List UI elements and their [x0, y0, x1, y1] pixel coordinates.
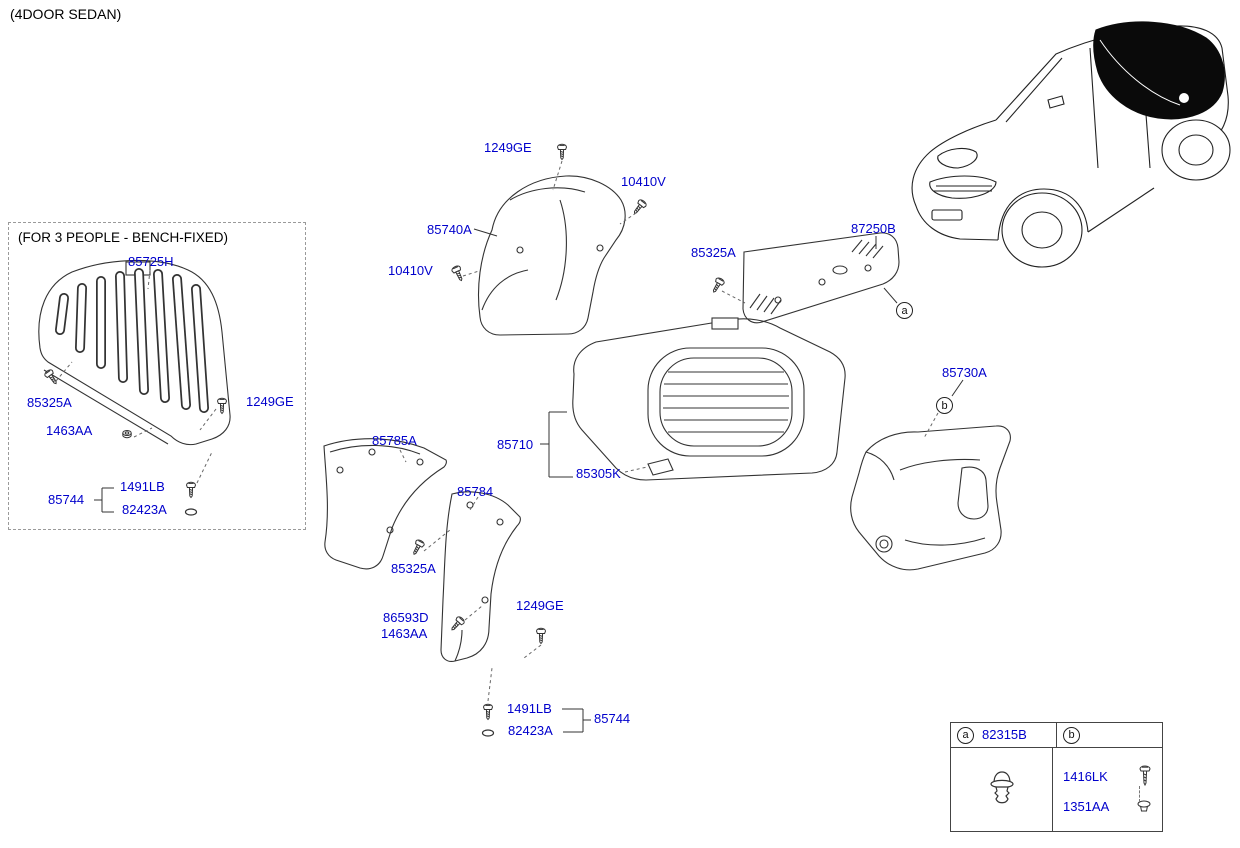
- part-label-85740A[interactable]: 85740A: [427, 222, 472, 237]
- legend-body-row: 1416LK 1351AA: [951, 748, 1162, 831]
- rear-transverse-trim-drawing: [742, 232, 900, 324]
- legend-body-cell-b: 1416LK 1351AA: [1052, 748, 1162, 831]
- bench-fixed-option-box: [8, 222, 306, 530]
- legend-header-cell-b: b: [1056, 723, 1162, 747]
- part-label-85325A-seat[interactable]: 85325A: [27, 395, 72, 410]
- legend-header-row: a 82315B b: [951, 723, 1162, 748]
- part-label-85784[interactable]: 85784: [457, 484, 494, 499]
- legend-callout-b: b: [1063, 726, 1080, 744]
- leader-lines-dashed: [55, 160, 939, 702]
- diagram-callout-a[interactable]: a: [896, 302, 913, 319]
- part-label-85730A[interactable]: 85730A: [942, 365, 987, 380]
- legend-part-1351AA[interactable]: 1351AA: [1063, 798, 1110, 814]
- part-label-85744-btm[interactable]: 85744: [594, 711, 631, 726]
- quarter-trim-right-drawing: [850, 425, 1011, 571]
- part-label-85785A[interactable]: 85785A: [372, 433, 417, 448]
- part-label-85710[interactable]: 85710: [497, 437, 534, 452]
- pin-grommet-icon: [1137, 800, 1151, 811]
- legend-body-cell-a: [951, 748, 1052, 831]
- part-label-10410V-right[interactable]: 10410V: [621, 174, 666, 189]
- part-label-82423A-seat[interactable]: 82423A: [122, 502, 167, 517]
- part-label-1463AA-mid[interactable]: 1463AA: [381, 626, 428, 641]
- part-label-85725H[interactable]: 85725H: [128, 254, 174, 269]
- car-illustration: [911, 21, 1231, 268]
- part-label-85744-seat[interactable]: 85744: [48, 492, 85, 507]
- fastener-legend-table: a 82315B b 1416LK: [950, 722, 1163, 832]
- legend-part-82315B[interactable]: 82315B: [982, 727, 1027, 742]
- legend-assembly-dash: [1139, 786, 1140, 802]
- leader-lines-solid: [94, 228, 964, 733]
- partition-trim-left-drawing: [323, 438, 447, 570]
- part-label-85325A-top[interactable]: 85325A: [691, 245, 736, 260]
- part-label-87250B[interactable]: 87250B: [851, 221, 896, 236]
- luggage-mat-drawing: [572, 317, 846, 481]
- quarter-trim-left-drawing: [478, 175, 626, 336]
- body-variant-title: (4DOOR SEDAN): [10, 6, 122, 22]
- diagram-callout-b[interactable]: b: [936, 397, 953, 414]
- part-label-10410V-left[interactable]: 10410V: [388, 263, 433, 278]
- part-label-85325A-mid[interactable]: 85325A: [391, 561, 436, 576]
- part-label-86593D[interactable]: 86593D: [383, 610, 429, 625]
- part-label-1249GE-top[interactable]: 1249GE: [484, 140, 532, 155]
- part-label-1491LB-btm[interactable]: 1491LB: [507, 701, 552, 716]
- legend-header-cell-a: a 82315B: [951, 723, 1056, 747]
- bench-fixed-note: (FOR 3 PEOPLE - BENCH-FIXED): [18, 230, 229, 245]
- part-label-82423A-btm[interactable]: 82423A: [508, 723, 553, 738]
- seat-back-panel-drawing: [38, 259, 231, 446]
- legend-part-1416LK[interactable]: 1416LK: [1063, 768, 1108, 784]
- legend-row-1351AA: 1351AA: [1063, 799, 1152, 815]
- legend-row-1416LK: 1416LK: [1063, 765, 1152, 789]
- trim-clip-icon: [989, 770, 1014, 803]
- part-label-85305K[interactable]: 85305K: [576, 466, 621, 481]
- part-label-1491LB-seat[interactable]: 1491LB: [120, 479, 165, 494]
- part-label-1249GE-seat[interactable]: 1249GE: [246, 394, 294, 409]
- screw-icon: [1139, 765, 1151, 786]
- partition-trim-right-drawing: [440, 491, 521, 662]
- legend-callout-a: a: [957, 726, 974, 744]
- part-label-1463AA-seat[interactable]: 1463AA: [46, 423, 93, 438]
- part-label-1249GE-mid[interactable]: 1249GE: [516, 598, 564, 613]
